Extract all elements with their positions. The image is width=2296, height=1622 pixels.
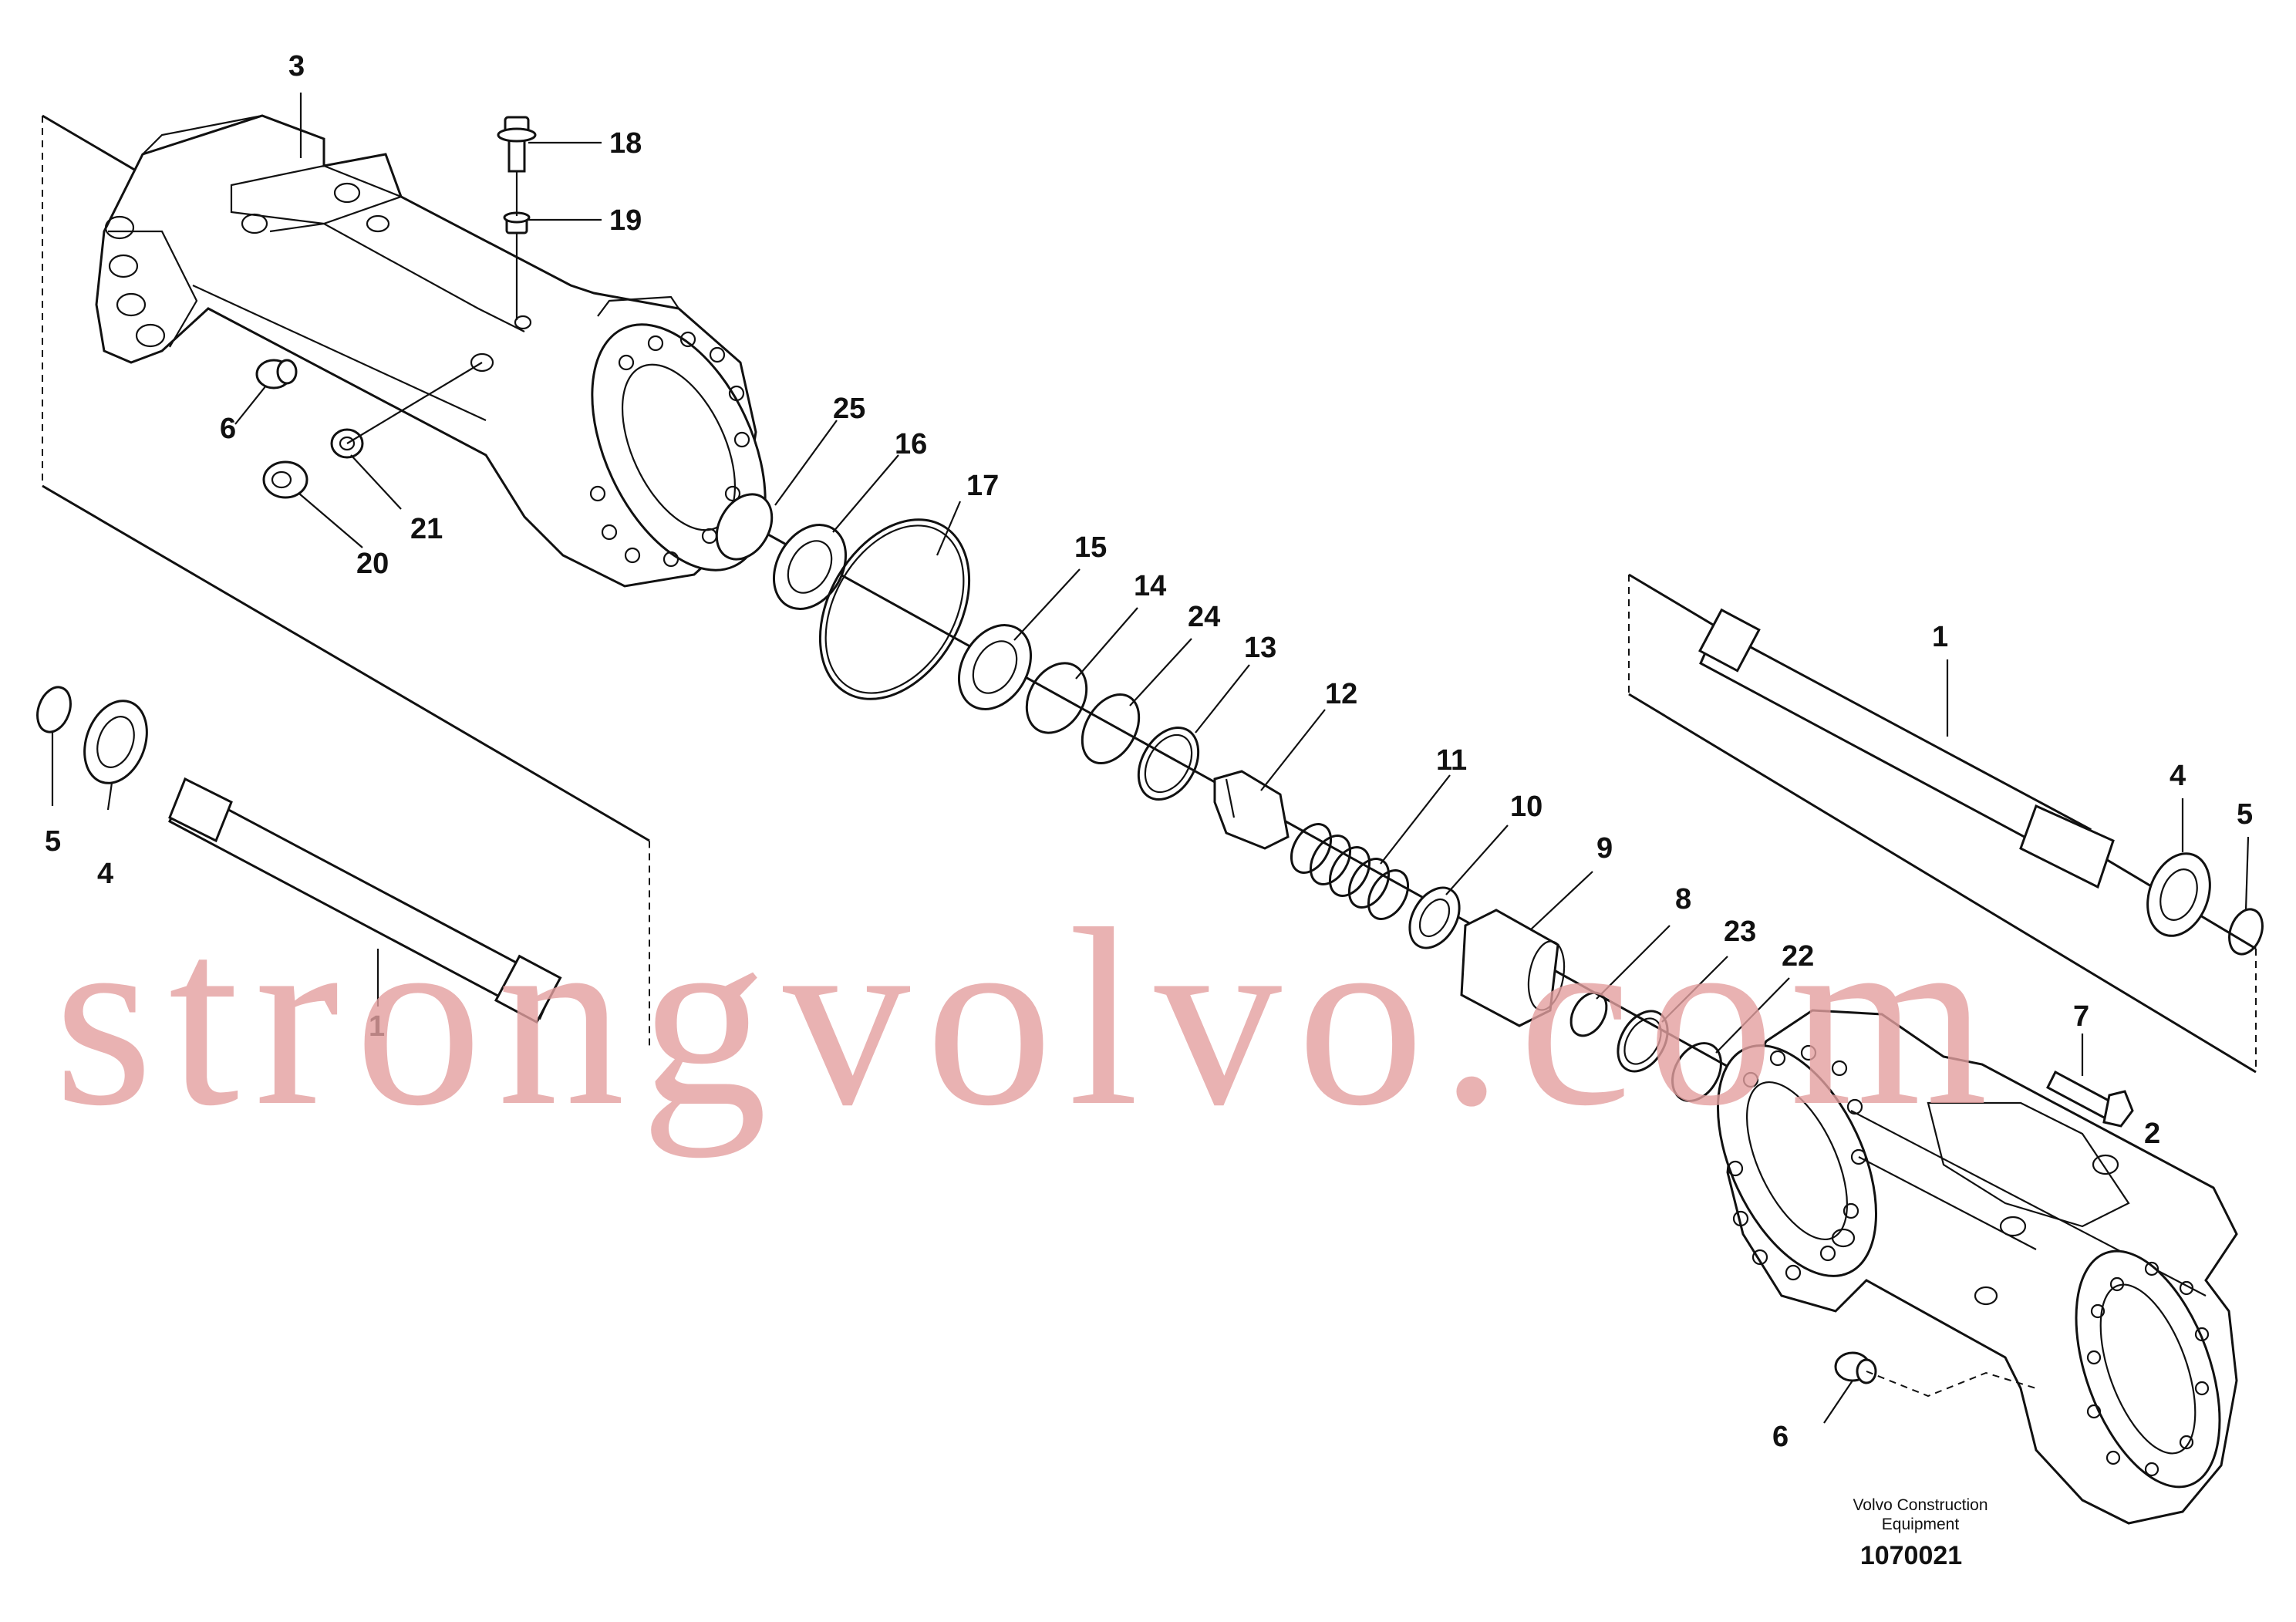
drawing-number: 1070021 <box>1860 1541 1962 1570</box>
callout-21: 21 <box>410 513 443 545</box>
callout-6-right: 6 <box>1772 1421 1789 1453</box>
spacer-ring-14 <box>1025 662 1088 734</box>
leader-lines <box>51 93 2250 1424</box>
callout-3: 3 <box>288 50 305 83</box>
callout-7: 7 <box>2073 1000 2089 1033</box>
callout-labels: 3 18 19 6 21 20 25 16 17 15 14 24 13 12 … <box>45 50 2253 1453</box>
callout-19: 19 <box>609 204 642 237</box>
coupling-sleeve-12 <box>1213 770 1290 850</box>
callout-15: 15 <box>1074 531 1107 564</box>
plug-6-left <box>255 359 298 389</box>
snap-ring-5-left <box>36 686 72 733</box>
credit-line-1: Volvo Construction <box>1853 1496 1988 1514</box>
bearing-4-left <box>83 700 148 784</box>
credit-block: Volvo Construction Equipment 1070021 <box>1853 1496 1988 1570</box>
spring-11 <box>1290 823 1410 920</box>
callout-4-left: 4 <box>97 858 113 890</box>
callout-2: 2 <box>2144 1118 2160 1150</box>
callout-22: 22 <box>1782 940 1814 973</box>
bolt-7 <box>2046 1070 2134 1128</box>
callout-4-right: 4 <box>2170 760 2186 792</box>
shim-23 <box>1617 1010 1669 1073</box>
callout-6-left: 6 <box>220 413 236 445</box>
left-drive-shaft <box>168 777 562 1024</box>
shim-13 <box>1137 726 1200 801</box>
plug-20 <box>262 460 308 499</box>
callout-14: 14 <box>1134 570 1166 602</box>
snap-ring-5-right <box>2228 908 2264 956</box>
callout-17: 17 <box>966 470 999 502</box>
callout-16: 16 <box>895 428 927 460</box>
callout-11: 11 <box>1436 744 1467 777</box>
snap-ring-25 <box>715 493 774 561</box>
callout-12: 12 <box>1325 678 1357 710</box>
callout-10: 10 <box>1510 791 1542 823</box>
right-axle-housing <box>1716 1009 2238 1525</box>
plug-6-right <box>1834 1351 1877 1384</box>
callout-1-right: 1 <box>1932 621 1948 653</box>
callout-25: 25 <box>833 393 865 425</box>
callout-1-left: 1 <box>369 1010 385 1043</box>
callout-24: 24 <box>1188 601 1220 633</box>
sleeve-9 <box>1460 909 1566 1027</box>
bearing-16 <box>772 524 848 610</box>
callout-8: 8 <box>1675 883 1691 916</box>
callout-5-left: 5 <box>45 825 61 858</box>
breather-fitting-18 <box>497 116 537 173</box>
o-ring-17 <box>818 518 971 700</box>
left-axle-housing <box>95 114 767 588</box>
callout-18: 18 <box>609 127 642 160</box>
right-drive-shaft <box>1698 608 2115 889</box>
callout-23: 23 <box>1724 916 1756 948</box>
bearing-4-right <box>2146 852 2211 937</box>
watermark-text: strongvolvo.com <box>54 877 2003 1158</box>
callout-5-right: 5 <box>2237 798 2253 831</box>
circlip-24 <box>1081 693 1141 765</box>
callout-9: 9 <box>1596 832 1613 865</box>
callout-20: 20 <box>356 548 389 580</box>
bearing-15 <box>957 624 1033 710</box>
callout-13: 13 <box>1244 632 1276 664</box>
o-ring-22 <box>1671 1042 1722 1102</box>
credit-line-2: Equipment <box>1882 1516 1960 1533</box>
